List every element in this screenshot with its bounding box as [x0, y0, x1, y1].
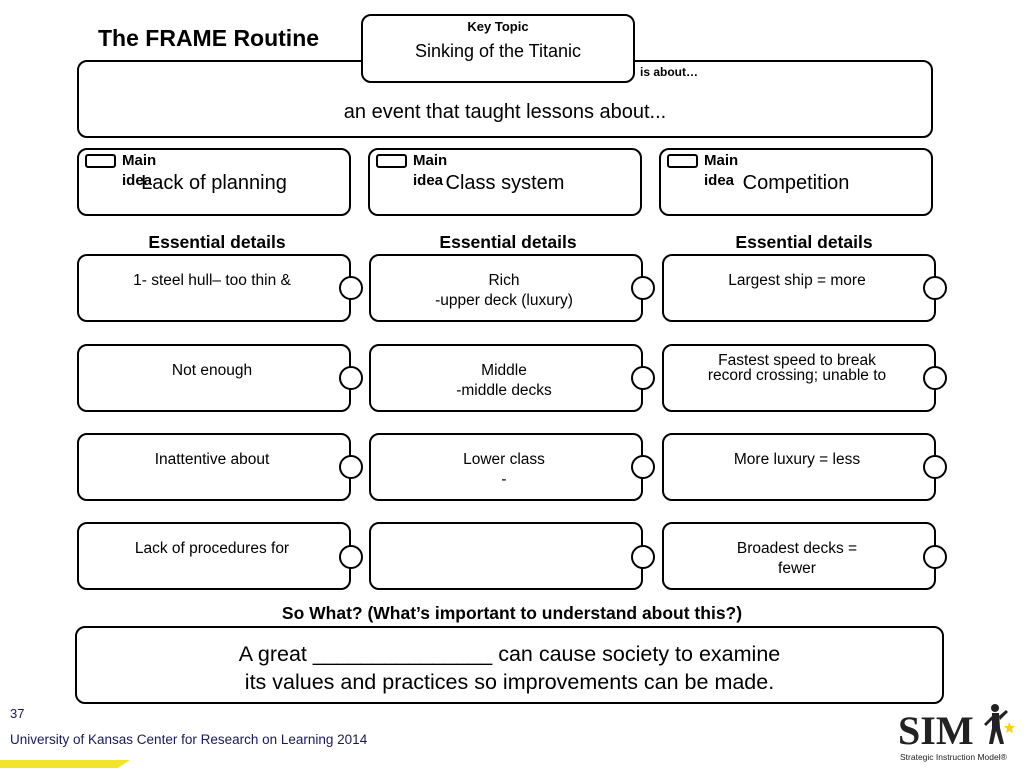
detail-box: Lower class -	[369, 433, 643, 501]
person-figure-icon: SIM Strategic Instruction Model®	[898, 704, 1015, 762]
accent-stripe-tail	[118, 760, 130, 768]
key-topic-box: Key Topic Sinking of the Titanic	[361, 14, 635, 83]
main-idea-text: Class system	[445, 172, 565, 194]
page-number: 37	[10, 706, 25, 721]
so-what-box: A great _______________ can cause societ…	[75, 626, 944, 704]
sim-logo: SIM Strategic Instruction Model®	[896, 700, 1020, 764]
main-idea-text: Lack of planning	[141, 172, 287, 194]
detail-text: 1- steel hull– too thin &	[133, 272, 291, 289]
footer-credit: University of Kansas Center for Research…	[10, 732, 368, 747]
main-idea-text: Competition	[742, 172, 850, 194]
detail-text: Not enough	[171, 362, 253, 379]
connector-circle	[923, 276, 947, 300]
connector-circle	[923, 366, 947, 390]
logo-wordmark: SIM	[898, 708, 974, 753]
main-idea-box-2: Main idea Class system	[368, 148, 642, 216]
detail-text: Inattentive about	[154, 451, 270, 468]
connector-circle	[339, 276, 363, 300]
detail-box	[369, 522, 643, 590]
connector-circle	[631, 455, 655, 479]
detail-box: Fastest speed to break record crossing; …	[662, 344, 936, 412]
detail-text: Fastest speed to break record crossing; …	[707, 352, 887, 384]
connector-circle	[339, 366, 363, 390]
key-topic-label: Key Topic	[467, 19, 529, 34]
so-what-heading: So What? (What’s important to understand…	[281, 603, 743, 623]
page-title: The FRAME Routine	[98, 25, 320, 51]
detail-box: More luxury = less	[662, 433, 936, 501]
connector-circle	[339, 545, 363, 569]
detail-text: More luxury = less	[733, 451, 861, 468]
detail-text: Broadest decks = fewer	[736, 540, 858, 577]
detail-box: Broadest decks = fewer	[662, 522, 936, 590]
detail-box: Not enough	[77, 344, 351, 412]
is-about-label: is about…	[640, 65, 699, 79]
logo-tagline: Strategic Instruction Model®	[900, 752, 1008, 762]
main-idea-checkbox[interactable]	[376, 154, 407, 168]
detail-box: Middle -middle decks	[369, 344, 643, 412]
connector-circle	[631, 276, 655, 300]
main-idea-label: Main idea	[413, 152, 448, 189]
connector-circle	[631, 366, 655, 390]
so-what-line-1: A great _______________ can cause societ…	[238, 642, 781, 666]
connector-circle	[631, 545, 655, 569]
connector-circle	[339, 455, 363, 479]
main-idea-checkbox[interactable]	[667, 154, 698, 168]
detail-box: 1- steel hull– too thin &	[77, 254, 351, 322]
essential-details-heading: Essential details	[439, 232, 577, 252]
detail-text: Lower class -	[463, 451, 545, 488]
main-idea-checkbox[interactable]	[85, 154, 116, 168]
detail-box: Lack of procedures for	[77, 522, 351, 590]
main-idea-box-1: Main idea Lack of planning	[77, 148, 351, 216]
essential-details-heading: Essential details	[148, 232, 286, 252]
so-what-text: A great _______________ can cause societ…	[77, 640, 942, 696]
key-topic-value: Sinking of the Titanic	[414, 41, 582, 61]
main-idea-box-3: Main idea Competition	[659, 148, 933, 216]
detail-text: Rich -upper deck (luxury)	[435, 272, 573, 309]
detail-text: Lack of procedures for	[134, 540, 290, 557]
main-idea-label: Main idea	[122, 152, 157, 189]
logo-star-icon	[1004, 722, 1015, 733]
is-about-text: an event that taught lessons about...	[343, 101, 667, 123]
essential-details-heading: Essential details	[735, 232, 873, 252]
accent-stripe	[0, 760, 118, 768]
main-idea-label: Main idea	[704, 152, 739, 189]
connector-circle	[923, 455, 947, 479]
detail-text: Largest ship = more	[728, 272, 866, 289]
connector-circle	[923, 545, 947, 569]
detail-text: Middle -middle decks	[456, 362, 552, 399]
detail-box: Largest ship = more	[662, 254, 936, 322]
detail-box: Inattentive about	[77, 433, 351, 501]
so-what-line-2: its values and practices so improvements…	[244, 670, 775, 694]
detail-box: Rich -upper deck (luxury)	[369, 254, 643, 322]
